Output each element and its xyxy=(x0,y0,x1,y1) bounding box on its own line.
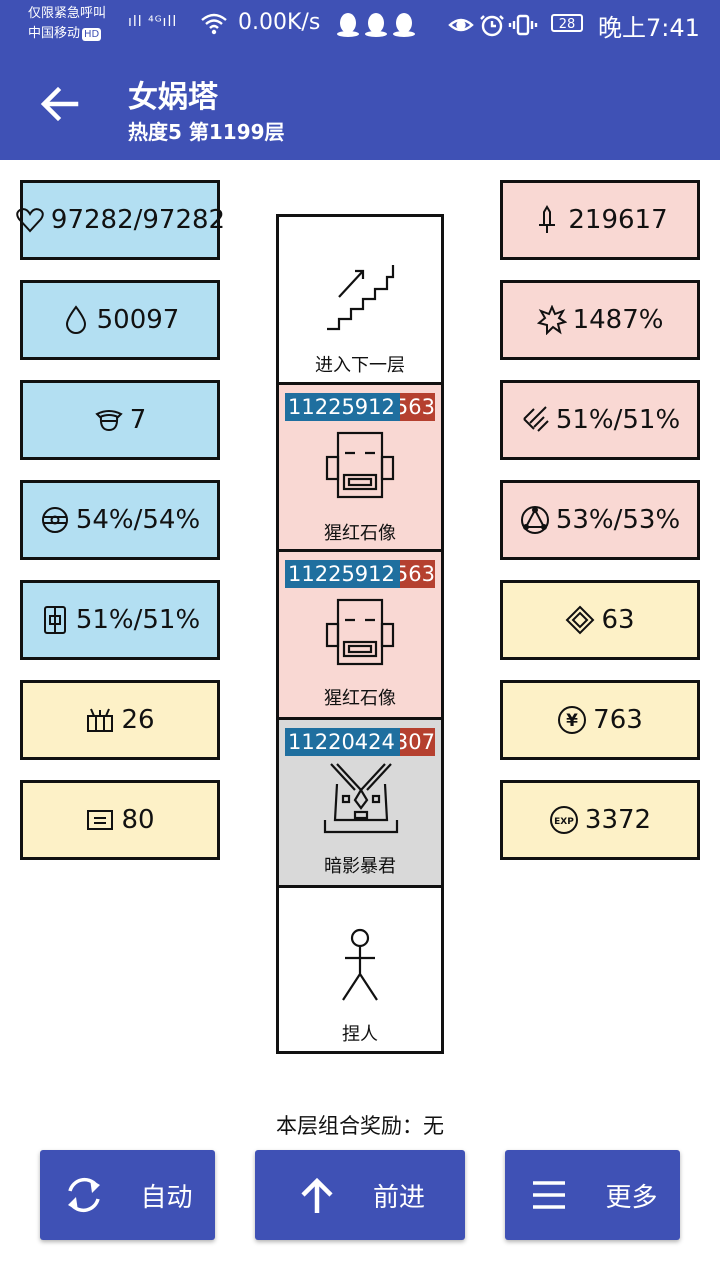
refresh-icon xyxy=(68,1177,101,1213)
monster-cell[interactable]: 11225912 563 猩红石像 xyxy=(279,552,441,717)
diamond-icon xyxy=(566,605,595,635)
stat-gem[interactable]: 63 xyxy=(500,580,700,660)
stat-defense[interactable]: 7 xyxy=(20,380,220,460)
tv-icon xyxy=(87,708,114,732)
monster-stats-bar: 11225912 563 xyxy=(285,393,435,421)
stat-mp-value: 50097 xyxy=(96,305,180,335)
stat-attack-value: 219617 xyxy=(568,205,668,235)
stat-gem-value: 63 xyxy=(601,605,635,635)
stat-card-value: 80 xyxy=(121,805,155,835)
armor-icon xyxy=(43,606,66,634)
menu-icon xyxy=(533,1181,566,1209)
stat-crit[interactable]: 1487% xyxy=(500,280,700,360)
tower-divider xyxy=(279,382,441,385)
tower-divider xyxy=(279,717,441,720)
golem-icon xyxy=(325,598,395,666)
more-button-label: 更多 xyxy=(605,1182,658,1213)
auto-button[interactable]: 自动 xyxy=(40,1150,215,1240)
stat-gold-value: 763 xyxy=(593,705,643,735)
triangle-circle-icon xyxy=(520,506,549,534)
clock: 晚上7:41 xyxy=(598,14,700,42)
monster-name: 猩红石像 xyxy=(324,688,396,709)
stat-hp[interactable]: 97282/97282 xyxy=(16,180,225,260)
stat-card[interactable]: 80 xyxy=(20,780,220,860)
slash-icon xyxy=(523,406,549,432)
net-speed: 0.00K/s xyxy=(238,10,321,35)
yen-icon: ¥ xyxy=(558,706,587,734)
floor-bonus-text: 本层组合奖励：无 xyxy=(276,1114,444,1138)
monster-atk: 563 xyxy=(400,560,435,588)
monster-hp: 11225912 xyxy=(285,393,400,421)
stairs-icon xyxy=(327,265,395,331)
page-title: 女娲塔 xyxy=(128,80,218,115)
tower-column: 进入下一层 11225912 563 猩红石像 11225912 563 猩 xyxy=(276,214,444,1054)
stick-figure-icon xyxy=(342,928,378,1001)
stat-exp[interactable]: EXP 3372 xyxy=(500,780,700,860)
stat-exp-value: 3372 xyxy=(584,805,652,835)
stat-armor-value: 51%/51% xyxy=(75,605,201,635)
card-icon xyxy=(87,810,114,830)
stat-ball-value: 54%/54% xyxy=(75,505,201,535)
eye-alarm-vibrate-icons xyxy=(448,14,538,37)
app-bar: 女娲塔 热度5 第1199层 xyxy=(0,52,720,160)
monster-hp: 11220424 xyxy=(285,728,400,756)
burst-icon xyxy=(536,305,567,335)
battery-icon: 28 xyxy=(551,14,583,32)
monster-cell[interactable]: 11220424 307 暗影暴君 xyxy=(279,720,441,885)
forward-button-label: 前进 xyxy=(372,1182,425,1213)
player-cell[interactable]: 捏人 xyxy=(279,888,441,1051)
stat-element[interactable]: 53%/53% xyxy=(500,480,700,560)
monster-atk: 563 xyxy=(400,393,435,421)
monster-name: 猩红石像 xyxy=(324,523,396,544)
heart-icon xyxy=(16,208,44,233)
stat-tv[interactable]: 26 xyxy=(20,680,220,760)
stat-armor[interactable]: 51%/51% xyxy=(20,580,220,660)
monster-hp: 11225912 xyxy=(285,560,400,588)
stat-penetration-value: 51%/51% xyxy=(555,405,681,435)
tower-divider xyxy=(279,549,441,552)
page-subtitle: 热度5 第1199层 xyxy=(128,120,285,144)
monster-stats-bar: 11220424 307 xyxy=(285,728,435,756)
monster-atk: 307 xyxy=(400,728,435,756)
wifi-icon xyxy=(201,13,227,35)
stat-defense-value: 7 xyxy=(129,405,147,435)
stat-hp-value: 97282/97282 xyxy=(50,205,226,235)
sword-icon xyxy=(539,205,556,233)
stat-tv-value: 26 xyxy=(121,705,155,735)
stat-ball[interactable]: 54%/54% xyxy=(20,480,220,560)
monster-name: 暗影暴君 xyxy=(324,856,396,877)
stat-gold[interactable]: ¥ 763 xyxy=(500,680,700,760)
more-button[interactable]: 更多 xyxy=(505,1150,680,1240)
next-floor-label: 进入下一层 xyxy=(315,355,405,376)
helmet-icon xyxy=(95,410,123,432)
stat-attack[interactable]: 219617 xyxy=(500,180,700,260)
carrier-line-2: 中国移动 xyxy=(28,26,81,41)
drop-icon xyxy=(65,305,86,334)
svg-text:EXP: EXP xyxy=(554,817,574,827)
player-name: 捏人 xyxy=(342,1024,378,1045)
qq-icons xyxy=(337,13,415,37)
exp-icon: EXP xyxy=(549,806,578,834)
golem-icon xyxy=(325,431,395,499)
monster-cell[interactable]: 11225912 563 猩红石像 xyxy=(279,385,441,549)
monster-stats-bar: 11225912 563 xyxy=(285,560,435,588)
svg-text:¥: ¥ xyxy=(566,711,578,731)
forward-button[interactable]: 前进 xyxy=(255,1150,465,1240)
tower-divider xyxy=(279,885,441,888)
stat-element-value: 53%/53% xyxy=(555,505,681,535)
auto-button-label: 自动 xyxy=(140,1182,193,1213)
tyrant-icon xyxy=(323,763,399,834)
stat-penetration[interactable]: 51%/51% xyxy=(500,380,700,460)
stat-mp[interactable]: 50097 xyxy=(20,280,220,360)
hd-badge: HD xyxy=(82,28,102,41)
arrow-up-icon xyxy=(301,1177,333,1213)
stat-crit-value: 1487% xyxy=(572,305,664,335)
carrier-line-1: 仅限紧急呼叫 xyxy=(28,6,107,21)
next-floor-cell[interactable]: 进入下一层 xyxy=(279,217,441,382)
back-arrow-icon[interactable] xyxy=(38,82,82,126)
ball-icon xyxy=(41,507,68,533)
signal-icon: ıll ⁴ᴳıll xyxy=(128,14,178,30)
